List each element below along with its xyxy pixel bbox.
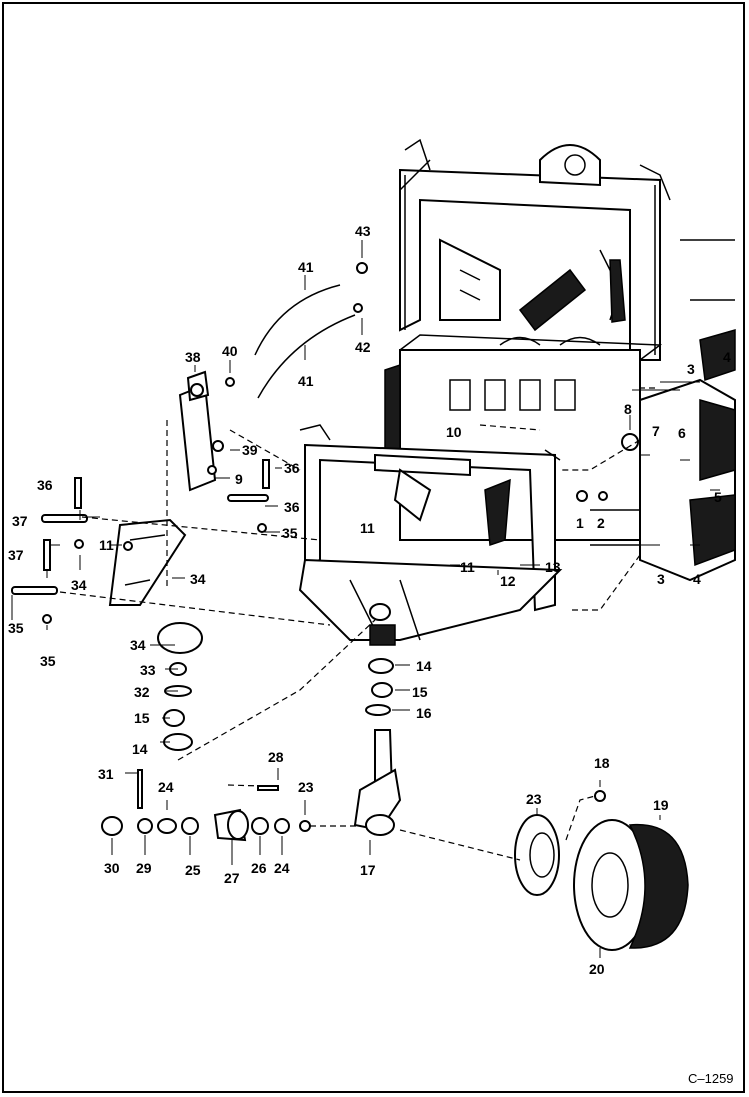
callout-24: 25 (185, 862, 201, 878)
callout-36: 37 (8, 547, 24, 563)
leader-lines (11, 240, 720, 958)
callout-33: 34 (190, 571, 206, 587)
callout-43: 43 (355, 223, 371, 239)
callout-7: 7 (652, 423, 660, 439)
callout-15: 15 (412, 684, 428, 700)
callout-22: 23 (298, 779, 314, 795)
callout-37: 37 (12, 513, 28, 529)
callout-34: 35 (282, 525, 298, 541)
callout-17: 17 (360, 862, 376, 878)
callout-27: 29 (136, 860, 152, 876)
callout-41: 41 (298, 259, 314, 275)
callout-11: 11 (360, 520, 375, 536)
callout-39: 39 (242, 442, 258, 458)
callout-23: 24 (158, 779, 174, 795)
callout-13: 13 (545, 559, 561, 575)
callout-9: 9 (235, 471, 243, 487)
callout-5: 5 (714, 489, 722, 505)
callout-18: 18 (594, 755, 610, 771)
callout-2: 2 (597, 515, 605, 531)
callout-38: 38 (185, 349, 201, 365)
callout-15: 15 (134, 710, 150, 726)
callout-11: 11 (99, 537, 114, 553)
callout-4: 4 (723, 349, 731, 365)
callout-34: 35 (40, 653, 56, 669)
callout-42: 42 (355, 339, 371, 355)
callout-34: 34 (71, 577, 87, 593)
callout-31: 33 (140, 662, 156, 678)
callout-24: 26 (251, 860, 267, 876)
callout-6: 6 (678, 425, 686, 441)
callout-29: 31 (98, 766, 114, 782)
callout-36: 36 (37, 477, 53, 493)
callout-36: 36 (284, 460, 300, 476)
callout-3: 3 (687, 361, 695, 377)
callout-21: 23 (526, 791, 542, 807)
callout-25: 27 (224, 870, 240, 886)
front-pivot-frame (298, 424, 563, 646)
callout-35: 36 (284, 499, 300, 515)
callout-11: 11 (460, 559, 475, 575)
callout-16: 16 (416, 705, 432, 721)
callout-3: 3 (657, 571, 665, 587)
callout-20: 20 (589, 961, 605, 977)
callout-35: 35 (8, 620, 24, 636)
callout-1: 1 (576, 515, 584, 531)
callout-10: 10 (446, 424, 462, 440)
assembly-lines (59, 387, 655, 861)
figure-reference: C–1259 (688, 1071, 734, 1086)
callout-28: 30 (104, 860, 120, 876)
callout-14: 14 (416, 658, 432, 674)
callout-8: 8 (624, 401, 632, 417)
caster-wheel-assembly (101, 622, 689, 951)
callout-4: 4 (693, 571, 701, 587)
callout-32: 34 (130, 637, 146, 653)
callout-12: 12 (500, 573, 516, 589)
callout-40: 40 (222, 343, 238, 359)
callout-23: 24 (274, 860, 290, 876)
callout-labels: 43 41 42 41 40 38 39 9 36 36 35 36 37 11… (8, 223, 731, 977)
callout-19: 19 (653, 797, 669, 813)
callout-26: 28 (268, 749, 284, 765)
machine-frame (384, 138, 736, 582)
callout-14: 14 (132, 741, 148, 757)
callout-41: 41 (298, 373, 314, 389)
callout-30: 32 (134, 684, 150, 700)
lift-cylinder-assembly (11, 262, 368, 624)
